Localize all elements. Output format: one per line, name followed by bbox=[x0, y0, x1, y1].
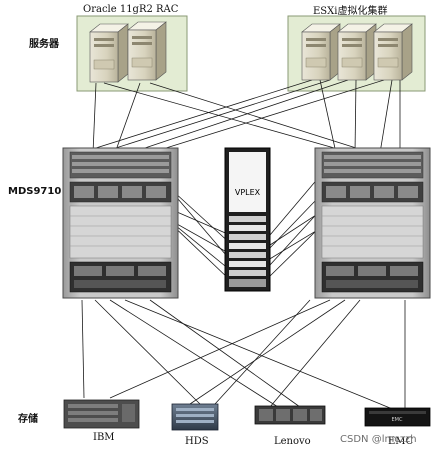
servers-label: 服务器 bbox=[29, 39, 59, 50]
storage-ibm bbox=[63, 399, 140, 429]
emc-badge: EMC bbox=[392, 417, 403, 423]
switches-label: MDS9710 bbox=[8, 186, 62, 197]
esxi-server-1 bbox=[301, 23, 341, 81]
storage-label-ibm: IBM bbox=[93, 432, 115, 443]
esxi-server-2 bbox=[337, 23, 377, 81]
mds-switch-left bbox=[62, 147, 179, 299]
storage-lenovo bbox=[254, 405, 326, 425]
storage-label-emc: EMC bbox=[388, 436, 414, 447]
storage-label-hds: HDS bbox=[185, 436, 209, 447]
oracle-server-1 bbox=[89, 23, 129, 83]
storage-emc: EMC bbox=[364, 407, 431, 427]
vplex-rack: VPLEX bbox=[224, 147, 271, 292]
mds-switch-right bbox=[314, 147, 431, 299]
vplex-label: VPLEX bbox=[235, 188, 261, 197]
esxi-server-3 bbox=[373, 23, 413, 81]
oracle-rac-title: Oracle 11gR2 RAC bbox=[83, 4, 179, 15]
csdn-watermark: CSDN @lmczzh bbox=[340, 434, 417, 445]
storage-label: 存储 bbox=[18, 414, 38, 425]
esxi-cluster-title: ESXi虚拟化集群 bbox=[313, 6, 388, 17]
storage-hds bbox=[171, 403, 219, 431]
storage-label-lenovo: Lenovo bbox=[274, 436, 311, 447]
oracle-server-2 bbox=[127, 21, 167, 81]
